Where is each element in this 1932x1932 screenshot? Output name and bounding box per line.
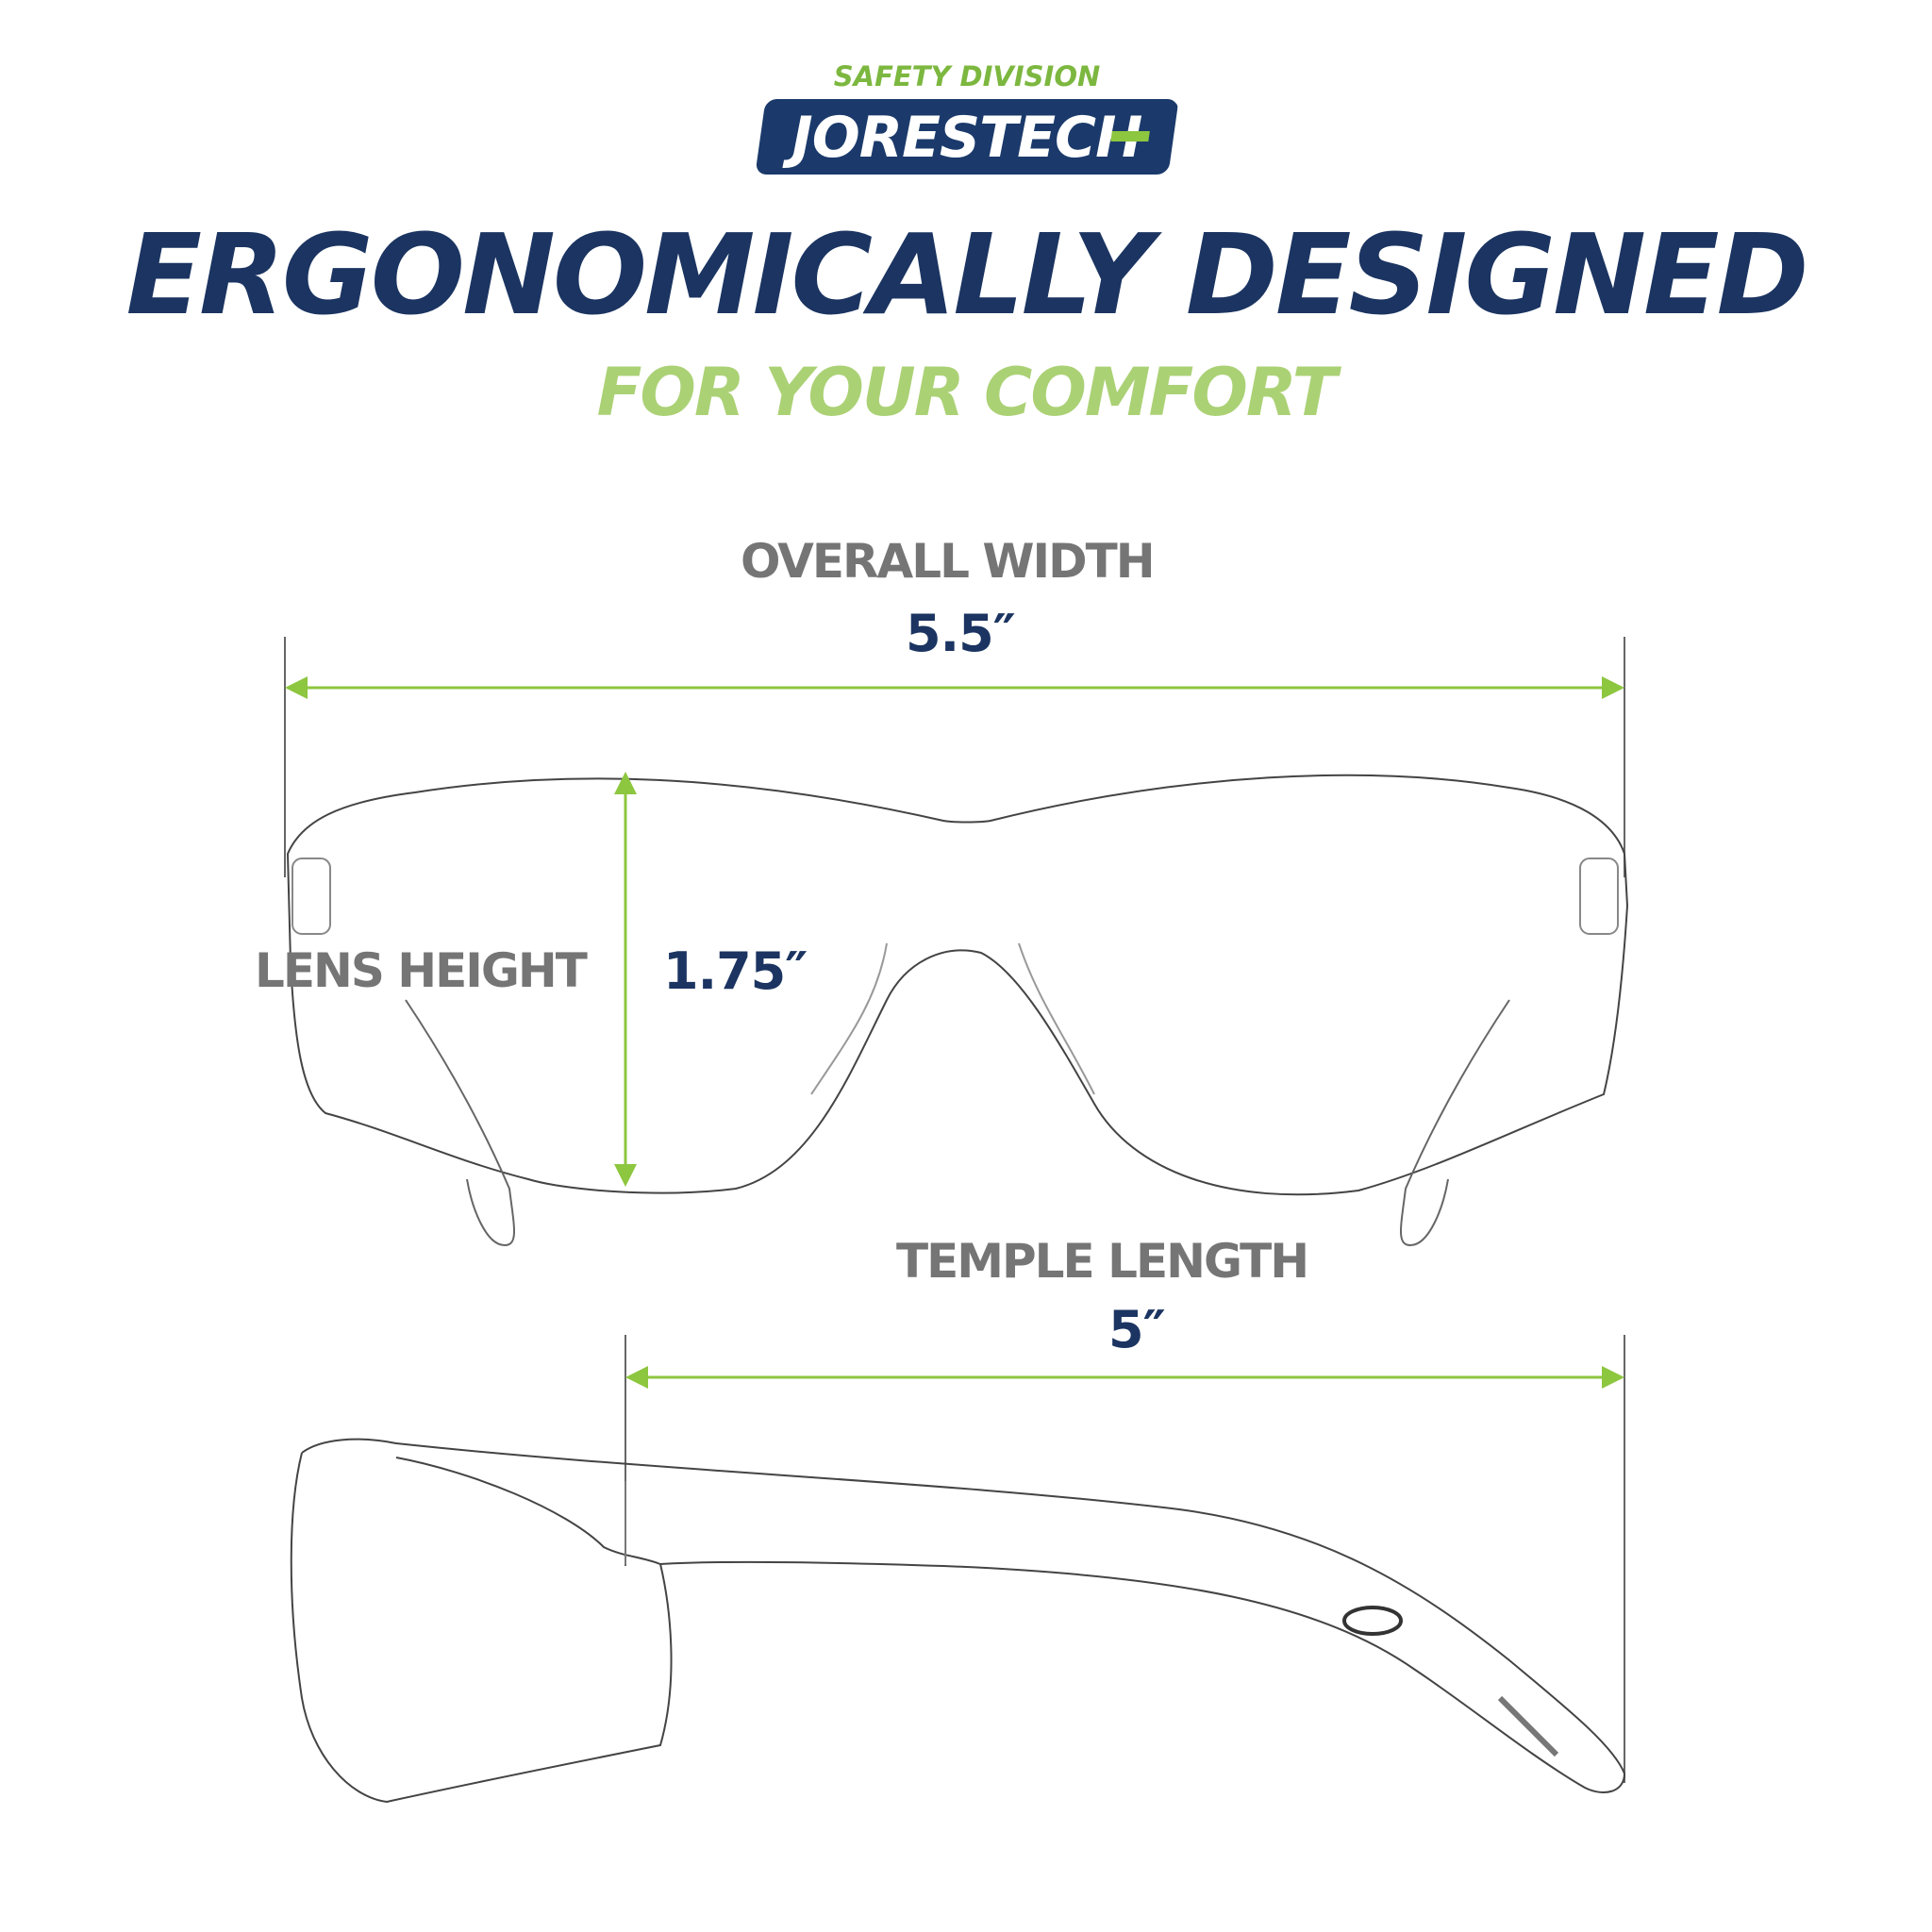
safety-division-label: SAFETY DIVISION — [833, 60, 1101, 92]
overall-width-label: OVERALL WIDTH — [741, 534, 1156, 589]
arrowhead-top — [614, 772, 637, 794]
overall-width-value: 5.5″ — [906, 604, 1016, 663]
arrowhead-bottom — [614, 1164, 637, 1187]
glasses-side-view — [290, 1438, 1626, 1804]
arrowhead-left — [285, 676, 308, 699]
arrowhead-left — [625, 1366, 648, 1389]
glasses-front-view — [286, 774, 1629, 1247]
lens-height-value: 1.75″ — [663, 941, 808, 1001]
arrowhead-right — [1602, 1366, 1624, 1389]
temple-length-label: TEMPLE LENGTH — [896, 1234, 1309, 1289]
temple-length-value: 5″ — [1108, 1300, 1166, 1359]
lens-height-label: LENS HEIGHT — [255, 943, 588, 998]
page-subtitle: FOR YOUR COMFORT — [596, 354, 1338, 431]
page-title: ERGONOMICALLY DESIGNED — [125, 209, 1808, 340]
arrowhead-right — [1602, 676, 1624, 699]
